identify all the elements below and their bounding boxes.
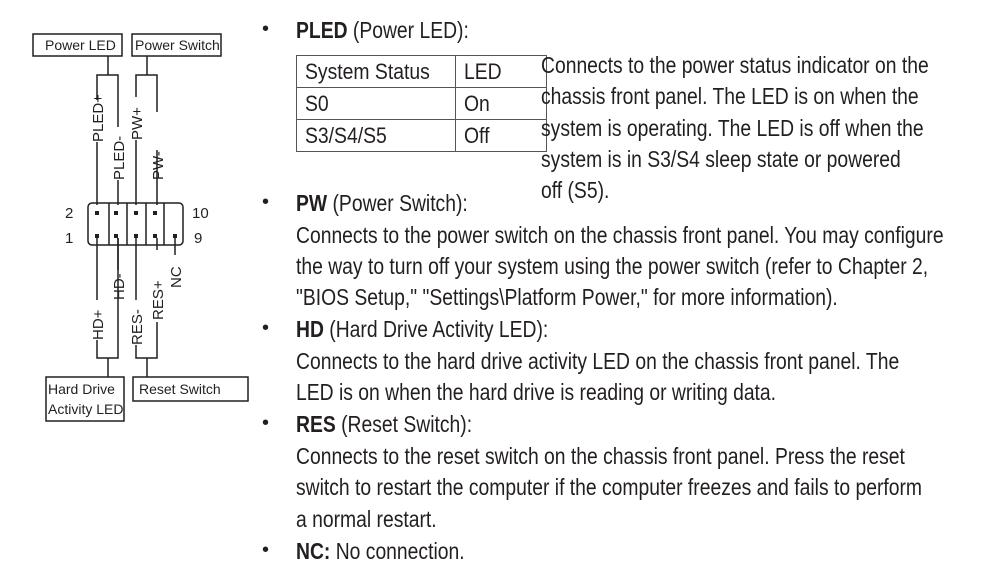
- hard-drive-led-box: [45, 376, 125, 422]
- hard-drive-label-1: Hard Drive: [48, 381, 115, 397]
- res-text: a normal restart.: [296, 506, 437, 532]
- reset-switch-box: [132, 376, 249, 402]
- hd-text: Connects to the hard drive activity LED …: [296, 348, 900, 374]
- pin-number-10: 10: [192, 205, 209, 222]
- pin-label-pw-plus: PW+: [129, 107, 146, 140]
- res-heading: RES (Reset Switch):: [296, 411, 473, 437]
- hd-heading: HD (Hard Drive Activity LED):: [296, 316, 549, 342]
- pin-label-res-plus: RES+: [150, 280, 167, 320]
- power-switch-label: Power Switch: [135, 37, 220, 53]
- power-led-box: [32, 33, 123, 57]
- pin-label-hd-plus: HD+: [90, 309, 107, 340]
- bullet: •: [262, 539, 270, 561]
- power-switch-box: [131, 33, 222, 57]
- hard-drive-label-2: Activity LED: [48, 401, 123, 417]
- power-led-label: Power LED: [45, 37, 116, 53]
- pin-header: [87, 202, 184, 246]
- pin-label-nc: NC: [168, 266, 185, 288]
- pin-label-res-minus: RES-: [129, 309, 146, 345]
- pin-number-2: 2: [65, 205, 73, 222]
- pw-text: Connects to the power switch on the chas…: [296, 222, 944, 248]
- pled-text: system is in S3/S4 sleep state or powere…: [541, 146, 901, 172]
- pled-text: Connects to the power status indicator o…: [541, 52, 929, 78]
- pled-text: system is operating. The LED is off when…: [541, 115, 924, 141]
- pin-number-9: 9: [194, 230, 202, 247]
- pin-label-hd-minus: HD-: [111, 273, 128, 300]
- bullet: •: [262, 191, 270, 213]
- bullet: •: [262, 412, 270, 434]
- pin-label-pw-minus: PW-: [150, 151, 167, 180]
- nc-heading: NC: No connection.: [296, 538, 465, 564]
- bullet: •: [262, 18, 270, 40]
- pled-heading: PLED (Power LED):: [296, 17, 469, 43]
- hd-text: LED is on when the hard drive is reading…: [296, 379, 777, 405]
- pin-number-1: 1: [65, 230, 73, 247]
- front-panel-header-diagram: Power LED Power Switch Hard Drive Activi…: [32, 33, 249, 422]
- pin-label-pled-minus: PLED-: [111, 136, 128, 180]
- pw-text: "BIOS Setup," "Settings\Platform Power,"…: [296, 284, 838, 310]
- pled-text: off (S5).: [541, 177, 610, 203]
- reset-switch-label: Reset Switch: [139, 381, 221, 397]
- res-text: switch to restart the computer if the co…: [296, 474, 923, 500]
- res-text: Connects to the reset switch on the chas…: [296, 443, 905, 469]
- bullet: •: [262, 317, 270, 339]
- pled-text: chassis front panel. The LED is on when …: [541, 83, 919, 109]
- pw-text: the way to turn off your system using th…: [296, 253, 929, 279]
- pin-label-pled-plus: PLED+: [90, 94, 107, 142]
- pw-heading: PW (Power Switch):: [296, 190, 468, 216]
